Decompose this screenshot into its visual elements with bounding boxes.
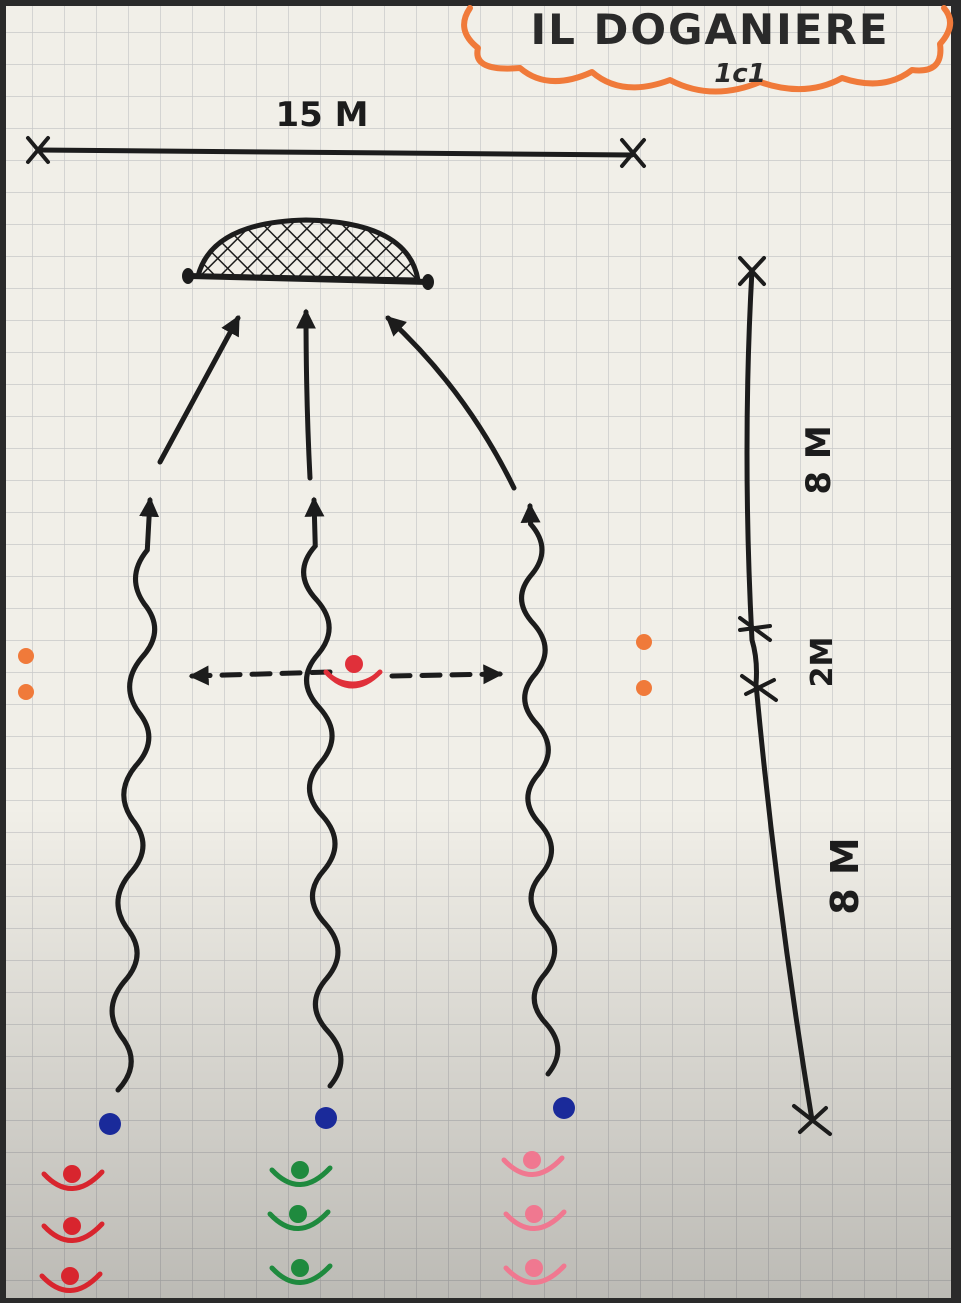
- top-segment-label: 8 M: [799, 425, 839, 494]
- goal-net-icon: [182, 217, 434, 290]
- player-icon: [39, 1267, 103, 1293]
- player-icon: [41, 1165, 105, 1191]
- cone-marker-icon: [18, 684, 34, 700]
- player-group-middle: [267, 1161, 333, 1285]
- ball-icon: [553, 1097, 575, 1119]
- player-icon: [269, 1161, 333, 1187]
- length-dimension: [738, 256, 832, 1136]
- title-cloud: IL DOGANIERE 1c1: [461, 5, 953, 95]
- player-icon: [267, 1205, 331, 1231]
- ball-icon: [315, 1107, 337, 1129]
- cone-marker-icon: [636, 634, 652, 650]
- player-icon: [41, 1217, 105, 1243]
- width-label: 15 M: [276, 95, 369, 135]
- ball-icon: [99, 1113, 121, 1135]
- dribble-path-right: [519, 502, 561, 1077]
- middle-segment-label: 2M: [805, 637, 840, 688]
- width-dimension: 15 M: [26, 95, 646, 168]
- player-icon: [503, 1259, 567, 1285]
- defender-movement: [188, 664, 504, 686]
- dribble-paths: [109, 496, 561, 1093]
- player-icon: [501, 1151, 565, 1177]
- cone-marker-icon: [636, 680, 652, 696]
- shot-arrow-left: [157, 315, 241, 465]
- dribble-path-middle: [301, 496, 344, 1089]
- shot-arrow-right: [385, 315, 517, 491]
- title-line2: 1c1: [714, 59, 766, 89]
- cone-marker-icon: [18, 648, 34, 664]
- player-group-right: [501, 1151, 567, 1285]
- player-group-left: [39, 1165, 105, 1293]
- shot-arrow-middle: [296, 308, 317, 481]
- dribble-path-left: [109, 496, 160, 1093]
- bottom-segment-label: 8 M: [823, 837, 867, 914]
- cone-markers: [18, 634, 652, 700]
- title-line1: IL DOGANIERE: [530, 5, 889, 54]
- shadow-overlay: [6, 6, 951, 1298]
- shot-arrows: [157, 308, 517, 491]
- player-icon: [269, 1259, 333, 1285]
- defender-player-icon: [323, 655, 383, 689]
- balls: [99, 1097, 575, 1135]
- player-icon: [503, 1205, 567, 1231]
